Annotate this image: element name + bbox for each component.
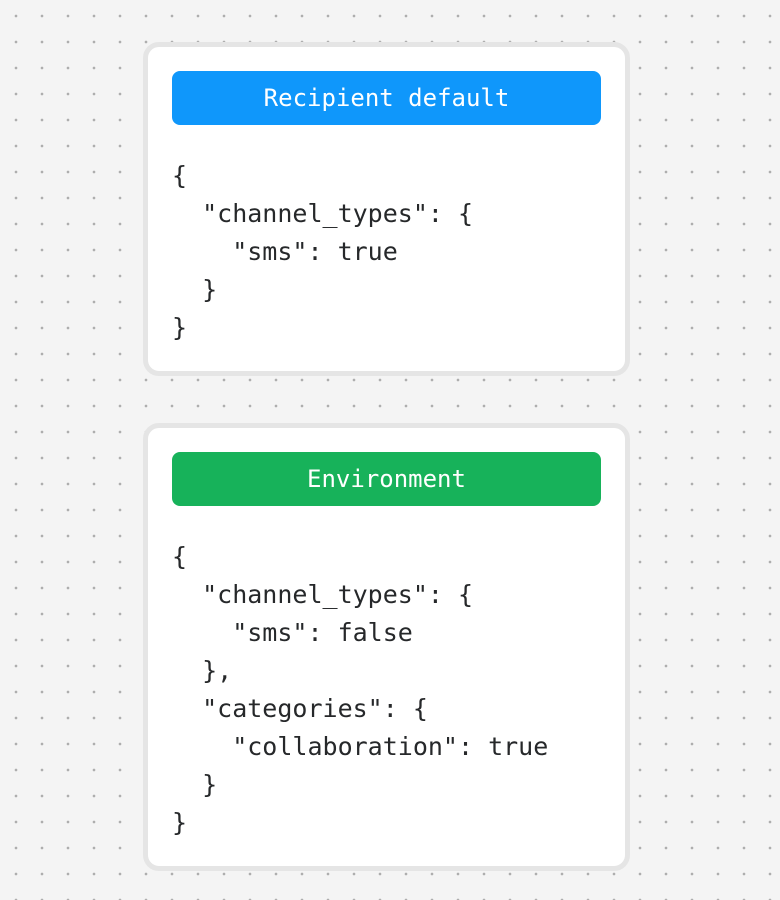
card-recipient-default: Recipient default { "channel_types": { "… <box>143 42 630 376</box>
environment-json-code: { "channel_types": { "sms": false }, "ca… <box>172 542 549 837</box>
environment-badge: Environment <box>172 452 601 506</box>
card-environment: Environment { "channel_types": { "sms": … <box>143 423 630 871</box>
recipient-default-json-code: { "channel_types": { "sms": true } } <box>172 161 474 342</box>
recipient-default-badge: Recipient default <box>172 71 601 125</box>
